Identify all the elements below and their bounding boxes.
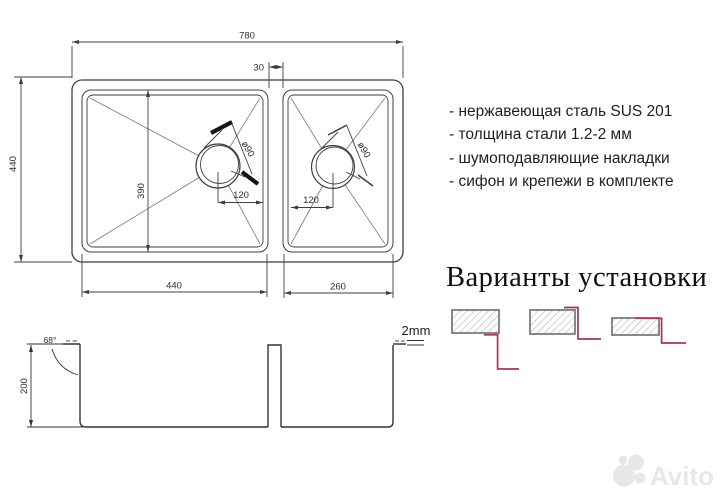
dim-120-left-label: 120 (233, 190, 249, 201)
spec-line-thickness: - толщина стали 1.2-2 мм (449, 126, 632, 144)
dim-right-bowl-width: 260 (283, 254, 394, 298)
avito-watermark-text: Avito (650, 461, 714, 491)
section-profile (63, 343, 406, 428)
install-option-undermount (451, 309, 519, 370)
spec-line-noise-pads: - шумоподавляющие накладки (449, 149, 670, 167)
dim-30-label: 30 (253, 63, 264, 74)
sink-outer-rim (71, 79, 404, 263)
side-view: 2mm 200 68° (19, 323, 431, 428)
dim-440-width-label: 440 (166, 281, 182, 292)
spec-line-included: - сифон и крепежи в комплекте (449, 173, 674, 191)
install-option-flushmount (529, 306, 601, 340)
avito-logo-icon (613, 454, 646, 487)
left-bowl-inner (86, 94, 264, 248)
right-bowl-inner (287, 94, 389, 248)
dim-right-drain-diameter: ø90 (319, 124, 374, 187)
dim-260-width-label: 260 (330, 282, 346, 293)
avito-watermark: Avito (613, 454, 714, 491)
top-view: 780 440 30 (8, 31, 404, 298)
dim-left-drain-diameter: ø90 (203, 120, 260, 186)
installation-title: Варианты установки (446, 262, 708, 293)
dim-bowl-gap: 30 (253, 62, 284, 88)
dim-right-drain-offset: 120 (291, 173, 334, 210)
dim-200-label: 200 (19, 378, 30, 394)
dim-drain-left-label: ø90 (239, 139, 257, 159)
dim-780-label: 780 (239, 31, 255, 42)
dim-left-drain-offset: 120 (217, 172, 263, 205)
left-bowl-outer (81, 89, 269, 253)
dim-440-depth-label: 440 (8, 156, 19, 172)
dim-overall-width: 780 (71, 31, 404, 78)
right-drain-hole (310, 144, 356, 190)
spec-line-material: - нержавеющая сталь SUS 201 (449, 103, 673, 120)
install-option-topmount (611, 317, 686, 344)
dim-bowl-height: 200 (19, 343, 83, 428)
dim-390-label: 390 (136, 183, 147, 199)
dim-drain-right-label: ø90 (355, 140, 373, 160)
dim-overall-depth: 440 (8, 76, 72, 263)
dim-2mm-label: 2mm (402, 323, 431, 338)
installation-diagrams (451, 306, 686, 370)
spec-list: - нержавеющая сталь SUS 201 - толщина ст… (449, 100, 674, 194)
dim-bowl-depth: 390 (136, 90, 150, 252)
dim-wall-angle: 68° (44, 335, 79, 376)
right-bowl-outer (282, 89, 394, 253)
dim-left-bowl-width: 440 (81, 254, 268, 297)
dim-120-right-label: 120 (303, 195, 319, 206)
dim-68deg-label: 68° (44, 335, 57, 345)
dim-rim-thickness: 2mm (402, 323, 431, 346)
